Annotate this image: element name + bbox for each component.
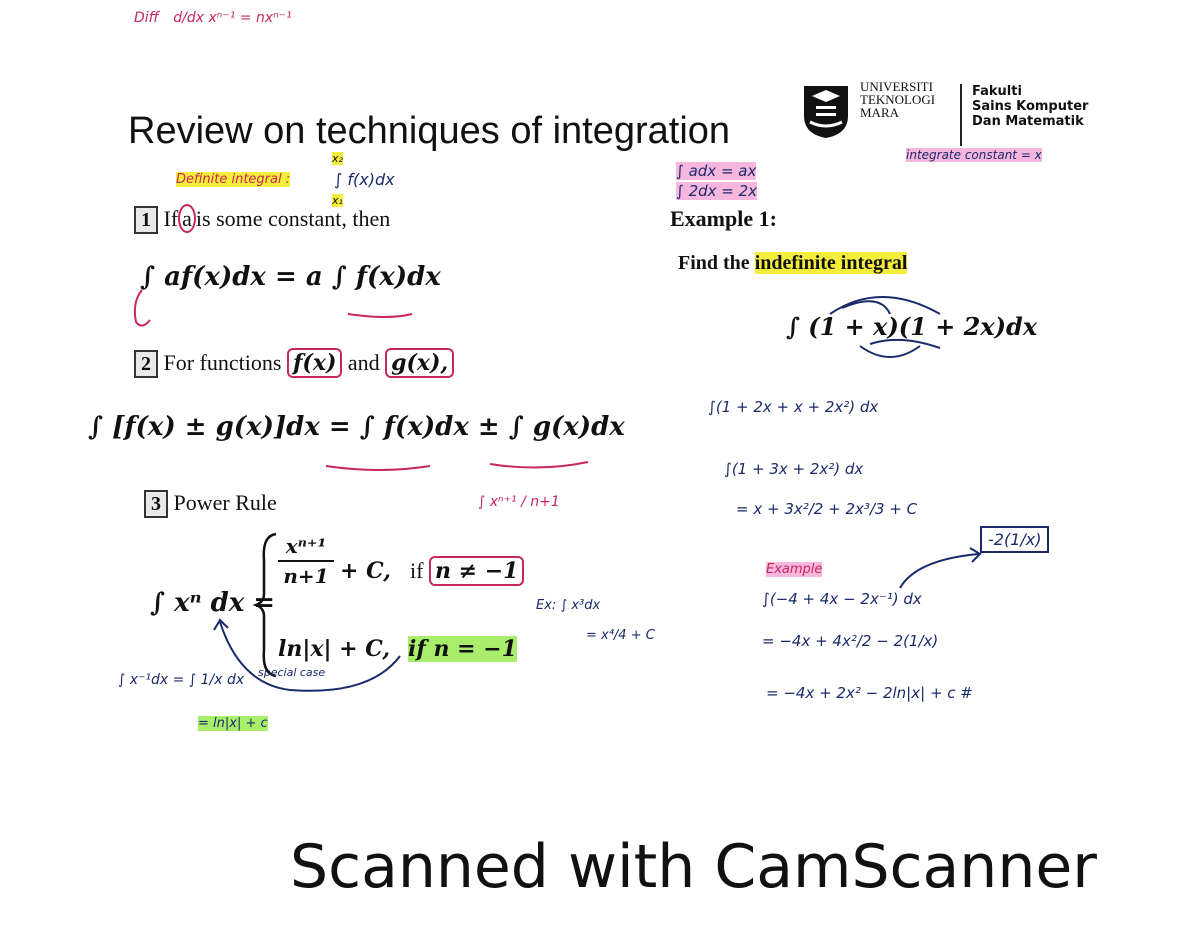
power-rule-side-note: ∫ xⁿ⁺¹ / n+1: [478, 494, 560, 510]
rule-2-formula: ∫ [f(x) ± g(x)]dx = ∫ f(x)dx ± ∫ g(x)dx: [88, 412, 625, 442]
case-1-tail: + C,: [340, 558, 391, 584]
logo-divider: [960, 84, 962, 146]
rule-1-formula: ∫ af(x)dx = a ∫ f(x)dx: [140, 262, 441, 292]
example-1-step-2: ∫(1 + 3x + 2x²) dx: [724, 460, 864, 478]
piecewise-brace: [252, 532, 277, 678]
definite-expr: ∫ f(x)dx: [334, 170, 395, 189]
case-1-fraction: xⁿ⁺¹ n+1: [278, 534, 334, 588]
power-example-result: = x⁴/4 + C: [586, 628, 655, 643]
function-f: f(x): [286, 348, 343, 378]
example-1-integral: ∫ (1 + x)(1 + 2x)dx: [786, 312, 1038, 341]
example-1-step-3: = x + 3x²/2 + 2x³/3 + C: [736, 500, 918, 518]
special-case-note: special case: [258, 666, 326, 679]
rule-1-annotations: [133, 289, 413, 327]
reciprocal-note: ∫ x⁻¹dx = ∫ 1/x dx: [118, 672, 245, 688]
fraction-bar: [278, 560, 334, 562]
definite-label: Definite integral :: [176, 172, 291, 187]
constant-a: a: [178, 204, 196, 233]
rule-number: 1: [134, 206, 158, 234]
page-title: Review on techniques of integration: [128, 110, 731, 152]
rule-number: 3: [144, 490, 168, 518]
example-2-step-2: = −4x + 4x²/2 − 2(1/x): [762, 632, 939, 650]
note-adx: ∫ adx = ax: [676, 162, 757, 180]
faculty-line: Sains Komputer: [972, 99, 1089, 114]
foil-arrows-icon: [829, 296, 941, 358]
uitm-line: TEKNOLOGI: [860, 92, 936, 107]
uitm-line: MARA: [860, 105, 900, 120]
case-1-condition: if n ≠ −1: [410, 556, 525, 586]
rule-number: 2: [134, 350, 158, 378]
diff-note: Diff d/dx xⁿ⁻¹ = nxⁿ⁻¹: [134, 10, 292, 26]
scanner-watermark: Scanned with CamScanner: [290, 832, 1097, 902]
case-2: ln|x| + C,: [278, 636, 391, 662]
uitm-emblem-icon: [804, 86, 848, 138]
function-g: g(x),: [385, 348, 455, 378]
reciprocal-result: = ln|x| + c: [198, 716, 268, 731]
diff-label: Diff: [134, 10, 159, 26]
special-case-arrow-icon: [213, 618, 401, 692]
example-2-arrow-icon: [899, 547, 982, 589]
faculty-line: Dan Matematik: [972, 114, 1084, 129]
power-example: Ex: ∫ x³dx: [536, 598, 601, 613]
rule-3-statement: 3 Power Rule: [144, 490, 277, 518]
constant-note: integrate constant = x: [906, 148, 1042, 162]
power-rule-lhs: ∫ xⁿ dx =: [150, 588, 276, 618]
rule-2-statement: 2 For functions f(x) and g(x),: [134, 348, 455, 378]
rule-2-underlines: [325, 461, 589, 471]
example-1-prompt: Find the indefinite integral: [678, 252, 908, 274]
example-1-heading: Example 1:: [670, 206, 777, 231]
definite-upper: x₂: [332, 152, 343, 165]
example-2-step-1: ∫(−4 + 4x − 2x⁻¹) dx: [762, 590, 922, 608]
example-2-label: Example: [766, 562, 823, 577]
case-2-condition: if n = −1: [408, 636, 517, 662]
derivative-note: d/dx xⁿ⁻¹ = nxⁿ⁻¹: [173, 10, 292, 26]
example-2-boxed: -2(1/x): [980, 526, 1050, 553]
uitm-wordmark: UNIVERSITI TEKNOLOGI MARA: [860, 80, 935, 119]
case-1-numerator: xⁿ⁺¹: [285, 534, 327, 558]
faculty-name: Fakulti Sains Komputer Dan Matematik: [972, 84, 1088, 129]
definite-lower: x₁: [332, 194, 343, 207]
uitm-line: UNIVERSITI: [860, 79, 933, 94]
example-2-step-3: = −4x + 2x² − 2ln|x| + c #: [766, 684, 973, 702]
faculty-line: Fakulti: [972, 84, 1022, 99]
case-1-denominator: n+1: [283, 564, 329, 588]
note-2dx: ∫ 2dx = 2x: [676, 182, 758, 200]
example-1-step-1: ∫(1 + 2x + x + 2x²) dx: [708, 398, 879, 416]
